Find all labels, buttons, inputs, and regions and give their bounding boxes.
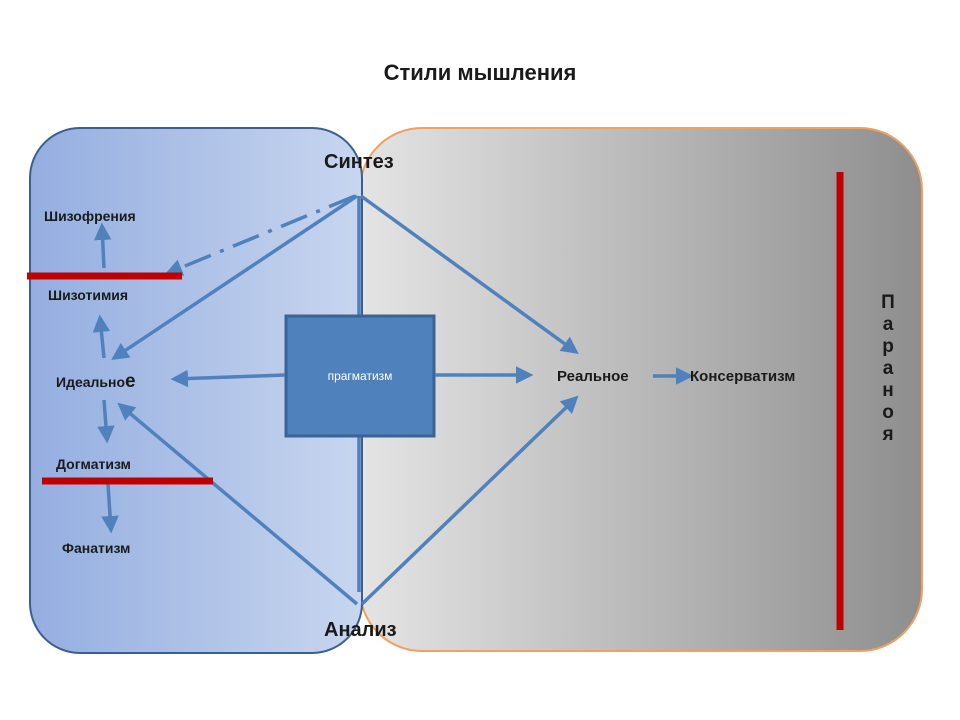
arrow-dogmatism-fanaticism <box>101 483 119 534</box>
node-ideal-text: Идеально <box>56 374 126 390</box>
node-schizothymia: Шизотимия <box>48 287 129 303</box>
node-conservatism: Консерватизм <box>690 368 796 385</box>
node-schizophrenia: Шизофрения <box>44 208 136 224</box>
arrow-synthesis-real <box>359 194 579 355</box>
node-ideal-tail: е <box>125 371 136 392</box>
node-dogmatism: Догматизм <box>56 456 131 472</box>
arrow-box-ideal <box>170 369 286 388</box>
page-title: Стили мышления <box>383 60 577 85</box>
paranoia-letter: о <box>882 402 894 423</box>
paranoia-letter: а <box>882 314 894 335</box>
arrow-ideal-schizothymia <box>92 314 111 359</box>
node-synthesis: Синтез <box>324 151 394 173</box>
paranoia-letter: р <box>882 336 894 357</box>
arrow-ideal-dogmatism <box>97 399 115 444</box>
arrow-schizothymia-schizophrenia <box>93 222 112 269</box>
arrow-synthesis-schizothymia-dashed <box>164 194 356 276</box>
arrow-synthesis-ideal <box>111 194 358 360</box>
node-fanaticism: Фанатизм <box>62 540 131 556</box>
node-real: Реальное <box>557 368 629 385</box>
node-pragmatism: прагматизм <box>327 369 393 383</box>
paranoia-letter: я <box>882 424 894 445</box>
node-analysis: Анализ <box>324 619 397 641</box>
pragmatism-box <box>284 314 436 438</box>
node-ideal: Идеальное <box>56 371 136 393</box>
arrow-analysis-ideal <box>117 402 359 606</box>
arrow-analysis-real <box>360 395 579 606</box>
paranoia-letter: н <box>882 380 894 401</box>
paranoia-letter: П <box>881 292 895 313</box>
paranoia-letter: а <box>882 358 894 379</box>
node-paranoia: П а р а н о я <box>868 292 908 446</box>
